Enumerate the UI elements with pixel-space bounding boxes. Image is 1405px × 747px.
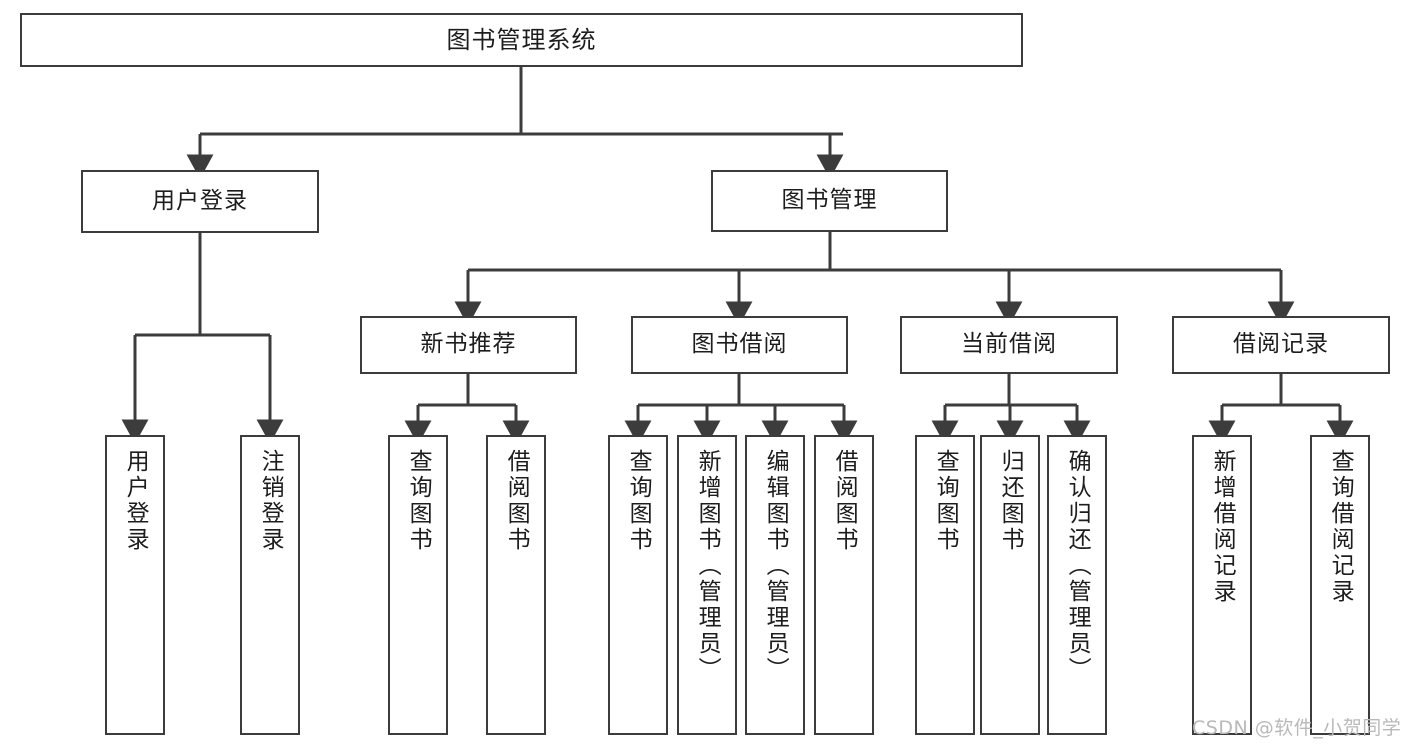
node-leaf-label: 查询图书 (405, 449, 432, 553)
node-leaf-book-borrow-2[interactable]: 新增图书（管理员） (677, 435, 737, 735)
node-leaf-borrow-record-1[interactable]: 新增借阅记录 (1192, 435, 1252, 735)
node-leaf-user-login-1[interactable]: 用户登录 (105, 435, 165, 735)
node-book-management[interactable]: 图书管理 (711, 170, 948, 232)
node-book-borrow[interactable]: 图书借阅 (631, 316, 848, 374)
node-borrow-record[interactable]: 借阅记录 (1172, 316, 1390, 374)
node-leaf-label: 查询借阅记录 (1327, 449, 1354, 605)
node-leaf-label: 借阅图书 (503, 449, 530, 553)
node-book-management-label: 图书管理 (781, 187, 878, 214)
node-new-book-recommend-label: 新书推荐 (420, 331, 517, 358)
node-book-borrow-label: 图书借阅 (691, 331, 788, 358)
node-leaf-label: 归还图书 (997, 449, 1024, 553)
node-user-login[interactable]: 用户登录 (81, 170, 319, 233)
node-root[interactable]: 图书管理系统 (20, 13, 1023, 67)
node-leaf-current-borrow-2[interactable]: 归还图书 (980, 435, 1040, 735)
node-leaf-new-book-1[interactable]: 查询图书 (388, 435, 448, 735)
node-leaf-label: 注销登录 (257, 449, 284, 553)
node-leaf-label: 查询图书 (625, 449, 652, 553)
node-leaf-current-borrow-1[interactable]: 查询图书 (915, 435, 975, 735)
node-leaf-book-borrow-4[interactable]: 借阅图书 (814, 435, 874, 735)
node-leaf-book-borrow-1[interactable]: 查询图书 (608, 435, 668, 735)
node-leaf-label: 借阅图书 (831, 449, 858, 553)
node-leaf-label: 确认归还（管理员） (1064, 449, 1091, 683)
node-leaf-label: 新增图书（管理员） (694, 449, 721, 683)
node-current-borrow[interactable]: 当前借阅 (900, 316, 1118, 374)
node-leaf-borrow-record-2[interactable]: 查询借阅记录 (1310, 435, 1370, 735)
node-leaf-current-borrow-3[interactable]: 确认归还（管理员） (1047, 435, 1107, 735)
node-leaf-new-book-2[interactable]: 借阅图书 (486, 435, 546, 735)
node-user-login-label: 用户登录 (152, 187, 248, 214)
node-current-borrow-label: 当前借阅 (961, 331, 1057, 358)
node-leaf-book-borrow-3[interactable]: 编辑图书（管理员） (745, 435, 805, 735)
node-leaf-label: 新增借阅记录 (1209, 449, 1236, 605)
node-leaf-user-login-2[interactable]: 注销登录 (240, 435, 300, 735)
node-leaf-label: 用户登录 (122, 449, 149, 553)
node-root-label: 图书管理系统 (446, 25, 597, 54)
node-new-book-recommend[interactable]: 新书推荐 (360, 316, 577, 374)
node-leaf-label: 编辑图书（管理员） (762, 449, 789, 683)
node-borrow-record-label: 借阅记录 (1233, 331, 1329, 358)
csdn-watermark: CSDN @软件_小贺同学 (1192, 717, 1402, 739)
node-leaf-label: 查询图书 (932, 449, 959, 553)
